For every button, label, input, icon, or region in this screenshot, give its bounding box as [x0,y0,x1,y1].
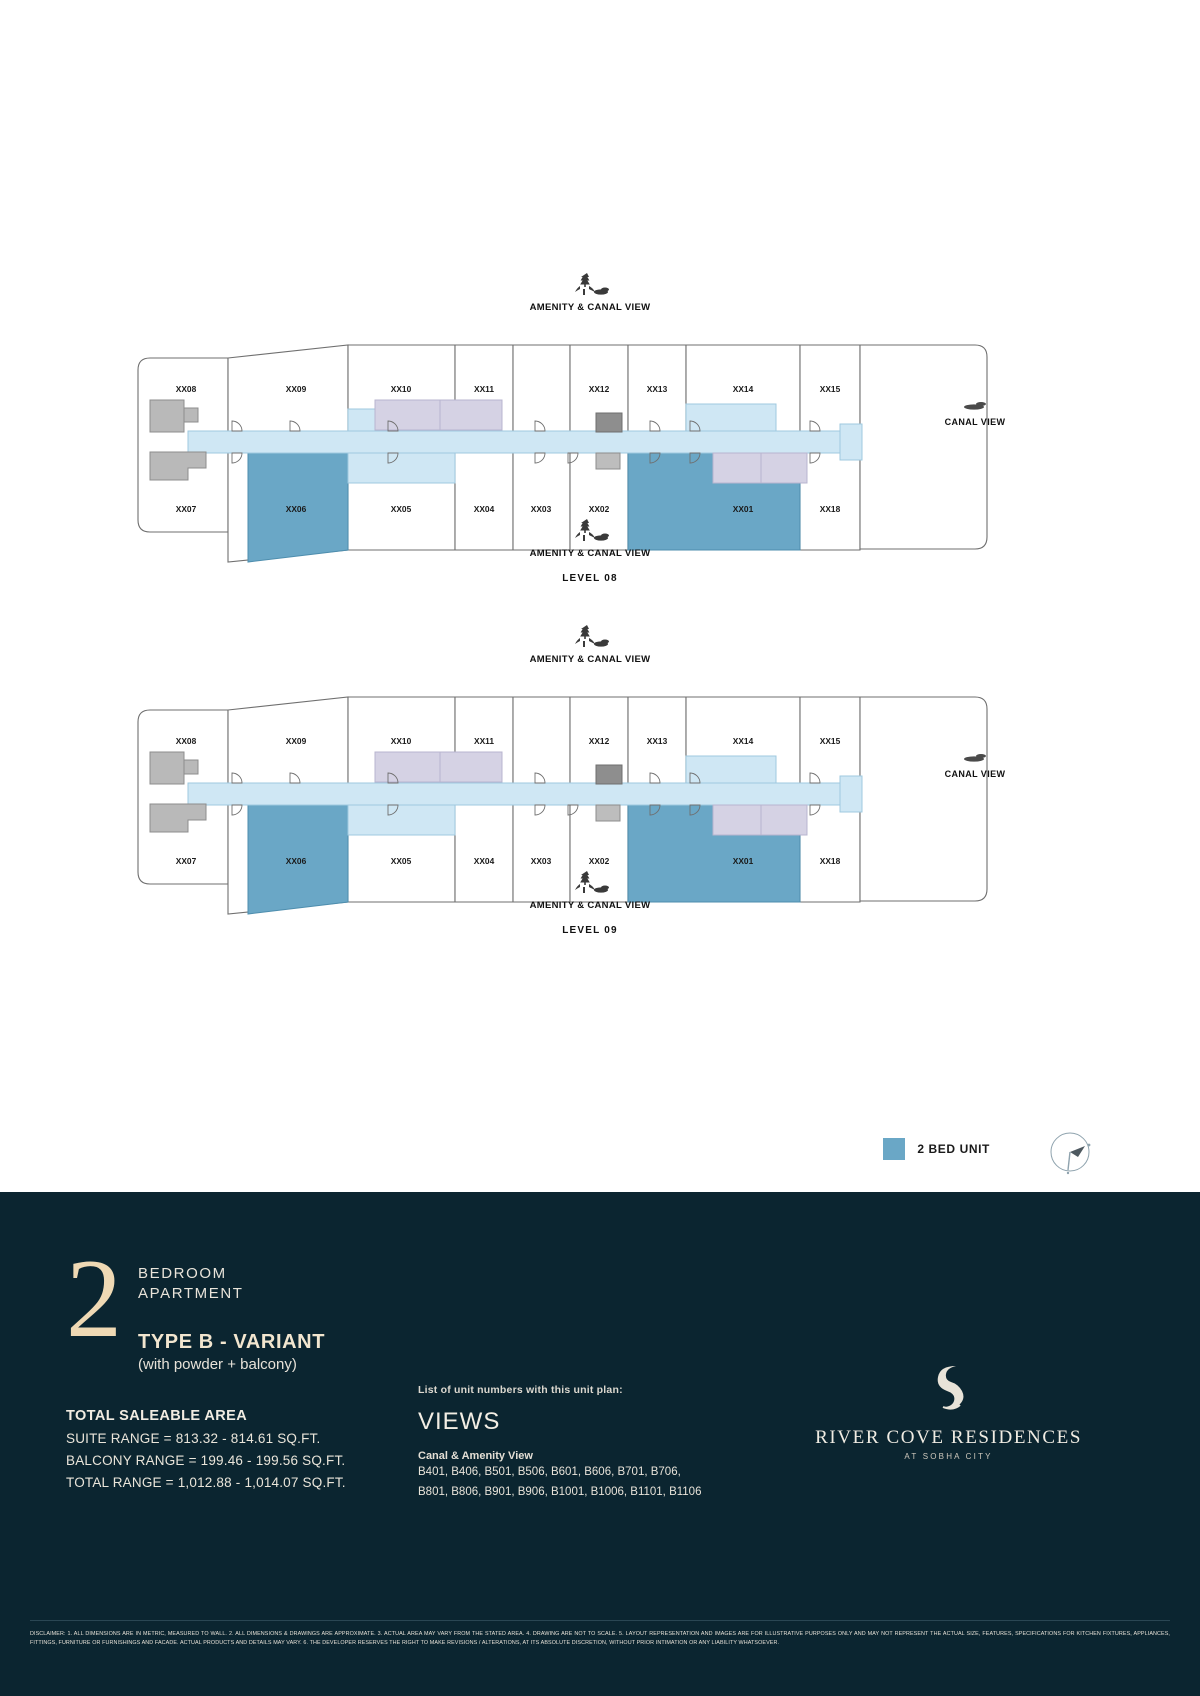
landscape-tree-icon [575,625,609,647]
unit-label-bottom-5: XX02 [589,856,610,866]
amenity-label-top-2: AMENITY & CANAL VIEW [440,622,740,665]
corridor [187,755,863,836]
title-apartment: APARTMENT [138,1285,244,1303]
canal-view-text-2: CANAL VIEW [944,769,1006,779]
canal-view-text-1: CANAL VIEW [944,417,1006,427]
amenity-text-top-1: AMENITY & CANAL VIEW [529,302,651,313]
unit-label-top-3: XX11 [474,736,494,746]
unit-label-top-7: XX15 [820,384,841,394]
unit-label-bottom-1: XX06 [286,856,307,866]
amenity-text-bottom-1: AMENITY & CANAL VIEW [529,548,651,559]
unit-label-top-1: XX09 [286,384,307,394]
north-arrow-compass-icon [1050,1132,1091,1175]
amenity-text-top-2: AMENITY & CANAL VIEW [529,654,651,665]
unit-label-bottom-3: XX04 [474,504,495,514]
views-subheading: Canal & Amenity View [418,1450,533,1462]
title-type: TYPE B - VARIANT [138,1330,326,1353]
unit-label-bottom-7: XX18 [820,856,841,866]
legend-label: 2 BED UNIT [917,1142,990,1156]
unit-label-top-3: XX11 [474,384,494,394]
unit-label-bottom-1: XX06 [286,504,307,514]
legend-2bed-unit: 2 BED UNIT [883,1138,990,1160]
unit-label-top-7: XX15 [820,736,841,746]
plan-drawing-level-09: XX08 XX09 XX10 XX11 XX12 XX13 XX14 XX15 … [137,696,988,915]
views-unit-list-line-1: B401, B406, B501, B506, B601, B606, B701… [418,1466,681,1478]
amenity-label-top-1: AMENITY & CANAL VIEW [440,270,740,313]
highlight-unit-xx06 [247,791,349,915]
views-note: List of unit numbers with this unit plan… [418,1384,623,1396]
total-saleable-area-block: TOTAL SALEABLE AREA SUITE RANGE = 813.32… [66,1408,346,1490]
unit-label-top-2: XX10 [391,384,412,394]
amenity-label-bottom-1: AMENITY & CANAL VIEW LEVEL 08 [440,516,740,584]
service-core [149,399,207,481]
balcony-areas [374,399,808,484]
highlight-unit-xx06 [247,439,349,563]
drawing-sheet: AMENITY & CANAL VIEW [0,270,1200,1192]
unit-label-bottom-6: XX01 [733,856,754,866]
floor-plan-level-09: AMENITY & CANAL VIEW [0,622,1200,952]
unit-title-block: 2 BEDROOM APARTMENT TYPE B - VARIANT (wi… [66,1237,326,1373]
footer-panel: 2 BEDROOM APARTMENT TYPE B - VARIANT (wi… [0,1192,1200,1696]
unit-label-bottom-6: XX01 [733,504,754,514]
lift-shaft [595,412,623,433]
level-label-2: LEVEL 09 [562,925,618,936]
floor-plan-level-08: AMENITY & CANAL VIEW [0,270,1200,600]
unit-label-top-5: XX13 [647,384,668,394]
service-core [149,751,207,833]
canal-view-label-right-1: CANAL VIEW [905,398,1045,427]
lift-shaft [595,764,623,785]
sobha-s-logo-icon [937,1366,964,1410]
unit-label-bottom-2: XX05 [391,856,412,866]
landscape-tree-icon [575,273,609,295]
boat-icon [964,402,986,410]
unit-label-bottom-3: XX04 [474,856,495,866]
title-type-sub: (with powder + balcony) [138,1355,297,1373]
unit-label-top-2: XX10 [391,736,412,746]
area-heading: TOTAL SALEABLE AREA [66,1408,248,1424]
unit-label-bottom-4: XX03 [531,504,552,514]
brand-name: RIVER COVE RESIDENCES [815,1427,1082,1448]
brand-block: RIVER COVE RESIDENCES AT SOBHA CITY [815,1360,1082,1461]
level-label-1: LEVEL 08 [562,573,618,584]
canal-view-label-right-2: CANAL VIEW [905,750,1045,779]
unit-label-top-5: XX13 [647,736,668,746]
views-heading: VIEWS [418,1408,501,1435]
amenity-label-bottom-2: AMENITY & CANAL VIEW LEVEL 09 [440,868,740,936]
title-bedroom: BEDROOM [138,1265,227,1282]
views-block: List of unit numbers with this unit plan… [418,1384,701,1502]
unit-label-bottom-0: XX07 [176,856,197,866]
unit-label-top-0: XX08 [176,736,197,746]
area-total-range: TOTAL RANGE = 1,012.88 - 1,014.07 SQ.FT. [66,1475,346,1490]
bedroom-count-number: 2 [66,1237,122,1361]
door-swings [231,772,821,816]
legend: 2 BED UNIT [0,1130,1200,1192]
unit-label-bottom-2: XX05 [391,504,412,514]
unit-label-bottom-0: XX07 [176,504,197,514]
unit-label-top-1: XX09 [286,736,307,746]
stair-core [595,804,621,822]
unit-label-bottom-5: XX02 [589,504,610,514]
landscape-tree-icon [575,519,609,541]
unit-label-bottom-7: XX18 [820,504,841,514]
unit-label-top-6: XX14 [733,736,754,746]
unit-label-top-0: XX08 [176,384,197,394]
amenity-text-bottom-2: AMENITY & CANAL VIEW [529,900,651,911]
legend-color-swatch [883,1138,906,1160]
unit-label-bottom-4: XX03 [531,856,552,866]
unit-label-top-6: XX14 [733,384,754,394]
door-swings [231,420,821,464]
stair-core [595,452,621,470]
balcony-areas [374,751,808,836]
boat-icon [964,754,986,762]
disclaimer-text: DISCLAIMER: 1. ALL DIMENSIONS ARE IN MET… [30,1631,1170,1647]
brand-subtitle: AT SOBHA CITY [904,1452,993,1461]
views-unit-list-line-2: B801, B806, B901, B906, B1001, B1006, B1… [418,1485,702,1498]
unit-label-top-4: XX12 [589,384,610,394]
landscape-tree-icon [575,871,609,893]
footer-divider [30,1620,1170,1621]
area-suite-range: SUITE RANGE = 813.32 - 814.61 SQ.FT. [66,1431,321,1446]
unit-label-top-4: XX12 [589,736,610,746]
area-balcony-range: BALCONY RANGE = 199.46 - 199.56 SQ.FT. [66,1453,346,1468]
